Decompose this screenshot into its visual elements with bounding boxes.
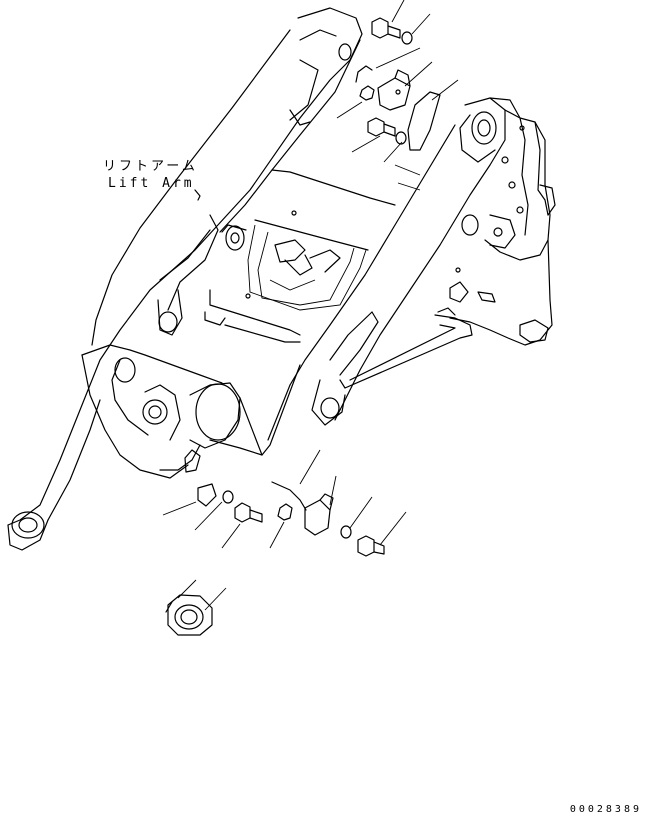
lower-fastener-parts [184,449,385,557]
lift-arm-label-english: Lift Arm [108,176,195,191]
drawing-number: 00028389 [569,804,642,815]
cross-tube [81,344,241,479]
lift-arm-label-japanese: リフトアーム [103,159,198,174]
right-bracket [449,97,556,346]
left-lift-arm [7,7,363,551]
link-bar [339,307,473,389]
pin-boss [165,594,213,636]
center-frame [204,164,421,343]
leader-lines [162,0,459,611]
upper-fastener-parts [355,17,441,151]
right-lift-arm [209,97,506,456]
